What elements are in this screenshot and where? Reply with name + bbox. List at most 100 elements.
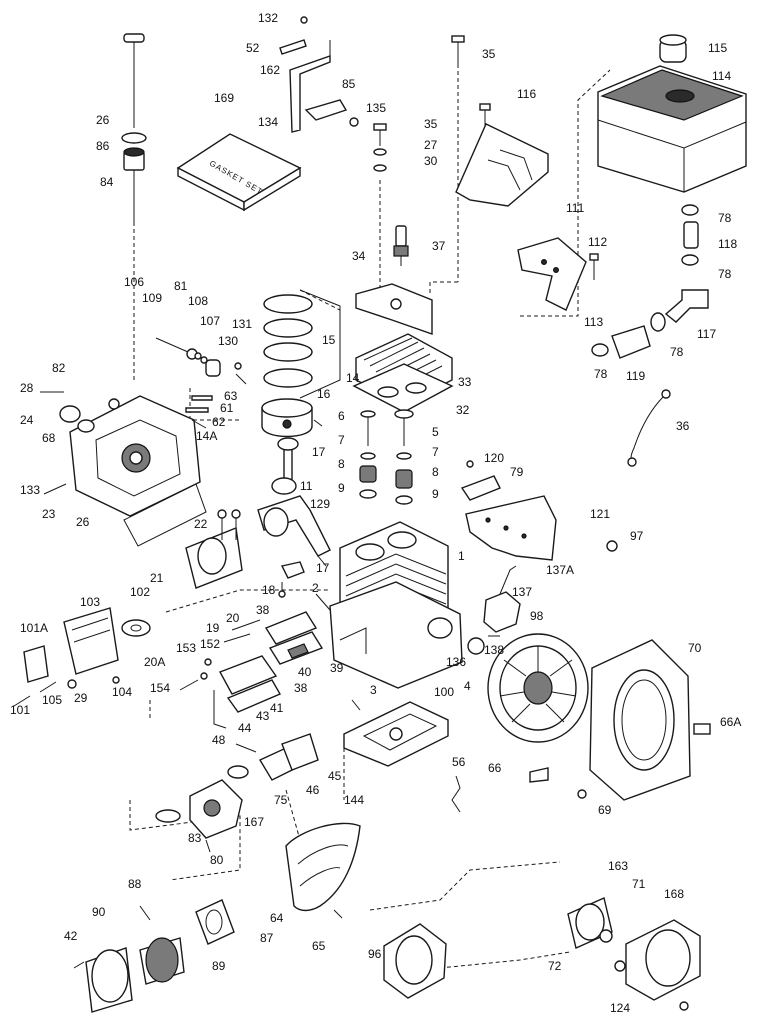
callout-c109: 109 <box>142 291 162 305</box>
callout-c16: 16 <box>317 387 331 401</box>
callout-c137a: 137A <box>546 563 574 577</box>
callout-c27: 27 <box>424 138 438 152</box>
callout-c4: 4 <box>464 679 471 693</box>
callout-c100: 100 <box>434 685 454 699</box>
callout-c14: 14 <box>346 371 360 385</box>
callout-c22: 22 <box>194 517 208 531</box>
engine-block <box>329 521 463 689</box>
callout-c112: 112 <box>588 235 607 249</box>
tank-bracket <box>455 103 549 207</box>
callout-c107: 107 <box>200 314 220 328</box>
fuel-tank <box>597 34 747 193</box>
callout-c78b: 78 <box>718 267 732 281</box>
dipstick-assembly <box>121 33 147 222</box>
callout-c36: 36 <box>676 419 690 433</box>
breather <box>460 460 501 501</box>
blower-housing <box>529 639 711 801</box>
callout-c81: 81 <box>174 279 188 293</box>
callout-c65: 65 <box>312 939 326 953</box>
camshaft <box>185 509 243 589</box>
callout-c28: 28 <box>20 381 34 395</box>
callout-c80: 80 <box>210 853 224 867</box>
callout-c32: 32 <box>456 403 470 417</box>
callout-c114: 114 <box>712 69 731 83</box>
callout-c66a: 66A <box>720 715 741 729</box>
piston <box>261 398 323 438</box>
callout-c78d: 78 <box>594 367 608 381</box>
callout-c66: 66 <box>488 761 502 775</box>
callout-c6: 6 <box>338 409 345 423</box>
valves-and-springs <box>359 409 414 505</box>
callout-c111: 111 <box>566 201 585 215</box>
blower-baffle <box>465 495 618 561</box>
callout-c84: 84 <box>100 175 114 189</box>
callout-c98: 98 <box>530 609 544 623</box>
callout-c136: 136 <box>446 655 466 669</box>
callout-c86: 86 <box>96 139 110 153</box>
callout-c108: 108 <box>188 294 208 308</box>
governor-parts <box>155 337 247 429</box>
callout-c34: 34 <box>352 249 366 263</box>
callout-c5: 5 <box>432 425 439 439</box>
callout-c70: 70 <box>688 641 702 655</box>
callout-c144: 144 <box>344 793 364 807</box>
callout-c44: 44 <box>238 721 252 735</box>
callout-c11: 11 <box>300 479 313 493</box>
wire-link <box>451 775 461 813</box>
callout-c133: 133 <box>20 483 40 497</box>
callout-c162: 162 <box>260 63 280 77</box>
head-shroud <box>355 283 433 335</box>
callout-c88: 88 <box>128 877 142 891</box>
callout-c41: 41 <box>270 701 284 715</box>
flywheel <box>487 633 589 743</box>
callout-c97: 97 <box>630 529 644 543</box>
callout-c75: 75 <box>274 793 288 807</box>
blower-guard <box>285 822 361 919</box>
callout-c132: 132 <box>258 11 278 25</box>
callout-c152: 152 <box>200 637 220 651</box>
callout-c21: 21 <box>150 571 164 585</box>
air-cleaner-bracket <box>517 237 599 311</box>
intake-parts <box>179 611 324 729</box>
callout-c35b: 35 <box>424 117 438 131</box>
callout-c62: 62 <box>212 415 226 429</box>
callout-c8b: 8 <box>432 465 439 479</box>
callout-c17b: 17 <box>316 561 330 575</box>
callout-c26b: 26 <box>76 515 90 529</box>
callout-c30: 30 <box>424 154 438 168</box>
cylinder-head <box>352 333 454 413</box>
callout-c129: 129 <box>310 497 330 511</box>
callout-c61: 61 <box>220 401 234 415</box>
callout-c119: 119 <box>626 369 645 383</box>
callout-c115: 115 <box>708 41 727 55</box>
callout-c8a: 8 <box>338 457 345 471</box>
callout-c7a: 7 <box>338 433 345 447</box>
callout-c163: 163 <box>608 859 628 873</box>
callout-c90: 90 <box>92 905 106 919</box>
callout-c135: 135 <box>366 101 386 115</box>
callout-c3: 3 <box>370 683 377 697</box>
callout-c7b: 7 <box>432 445 439 459</box>
callout-c9a: 9 <box>338 481 345 495</box>
callout-c82: 82 <box>52 361 66 375</box>
callout-c64: 64 <box>270 911 284 925</box>
callout-c169: 169 <box>214 91 234 105</box>
carburetor <box>227 733 319 781</box>
callout-c42: 42 <box>64 929 78 943</box>
callout-c89: 89 <box>212 959 226 973</box>
head-bolt-stack <box>349 35 465 172</box>
callout-c83: 83 <box>188 831 202 845</box>
callout-c14a: 14A <box>196 429 217 443</box>
callout-c121: 121 <box>590 507 610 521</box>
callout-c105: 105 <box>42 693 62 707</box>
callout-c20a: 20A <box>144 655 165 669</box>
callout-c39: 39 <box>330 661 344 675</box>
callout-c9b: 9 <box>432 487 439 501</box>
callout-c120: 120 <box>484 451 504 465</box>
callout-c19: 19 <box>206 621 220 635</box>
callout-c29: 29 <box>74 691 88 705</box>
callout-c68: 68 <box>42 431 56 445</box>
callout-c71: 71 <box>632 877 646 891</box>
ground-wire <box>627 389 671 467</box>
